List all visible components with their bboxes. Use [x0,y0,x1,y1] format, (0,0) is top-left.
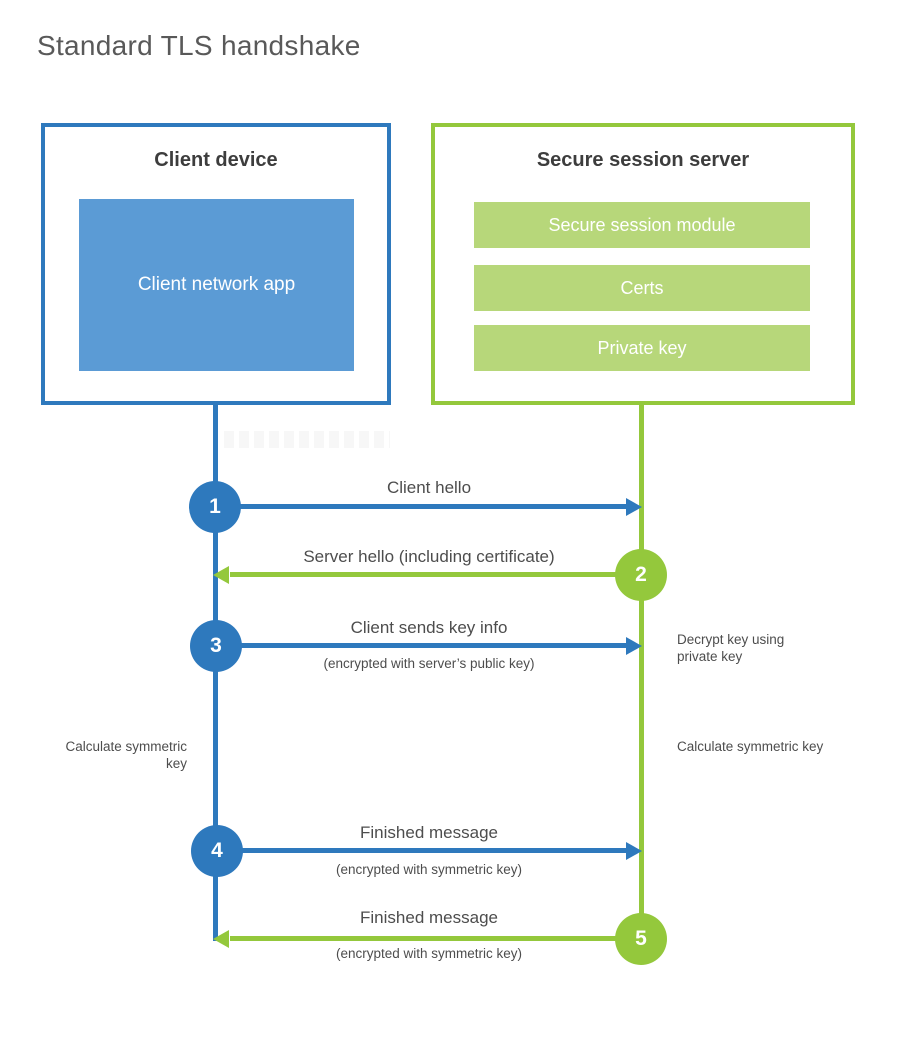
faded-artifact [224,431,390,448]
decrypt-key-note: Decrypt key using private key [677,632,785,664]
step-1-arrowhead-icon [626,498,642,516]
step-4-sublabel: (encrypted with symmetric key) [335,862,523,877]
server-module-private-key: Private key [474,325,810,371]
step-3-arrow-line [216,643,626,648]
step-2-arrowhead-icon [213,566,229,584]
step-1-badge: 1 [189,481,241,533]
step-1-arrow-line [214,504,626,509]
client-device-box: Client device Client network app [41,123,391,405]
step-4-label: Finished message [360,823,498,842]
step-5-sublabel: (encrypted with symmetric key) [335,946,523,961]
client-lifeline [213,405,218,941]
server-lifeline [639,405,644,939]
secure-session-server-title: Secure session server [536,149,750,171]
step-5-arrow-line [230,936,644,941]
calculate-symmetric-key-note-server: Calculate symmetric key [677,739,824,754]
step-2-arrow-line [230,572,644,577]
step-2-badge: 2 [615,549,667,601]
step-1-label: Client hello [386,478,472,497]
step-3-arrowhead-icon [626,637,642,655]
step-4-arrow-line [217,848,626,853]
step-3-sublabel: (encrypted with server’s public key) [323,656,535,671]
calculate-symmetric-key-note-client: Calculate symmetric key [65,739,187,771]
step-3-badge: 3 [190,620,242,672]
step-4-arrowhead-icon [626,842,642,860]
step-4-badge: 4 [191,825,243,877]
page-title: Standard TLS handshake [37,30,361,61]
step-5-arrowhead-icon [213,930,229,948]
step-3-label: Client sends key info [350,618,508,637]
step-2-label: Server hello (including certificate) [303,547,555,566]
server-module-secure-session: Secure session module [474,202,810,248]
client-network-app-box: Client network app [79,199,354,371]
secure-session-server-box: Secure session server Secure session mod… [431,123,855,405]
client-device-title: Client device [154,149,278,171]
step-5-badge: 5 [615,913,667,965]
step-5-label: Finished message [360,908,498,927]
server-module-certs: Certs [474,265,810,311]
